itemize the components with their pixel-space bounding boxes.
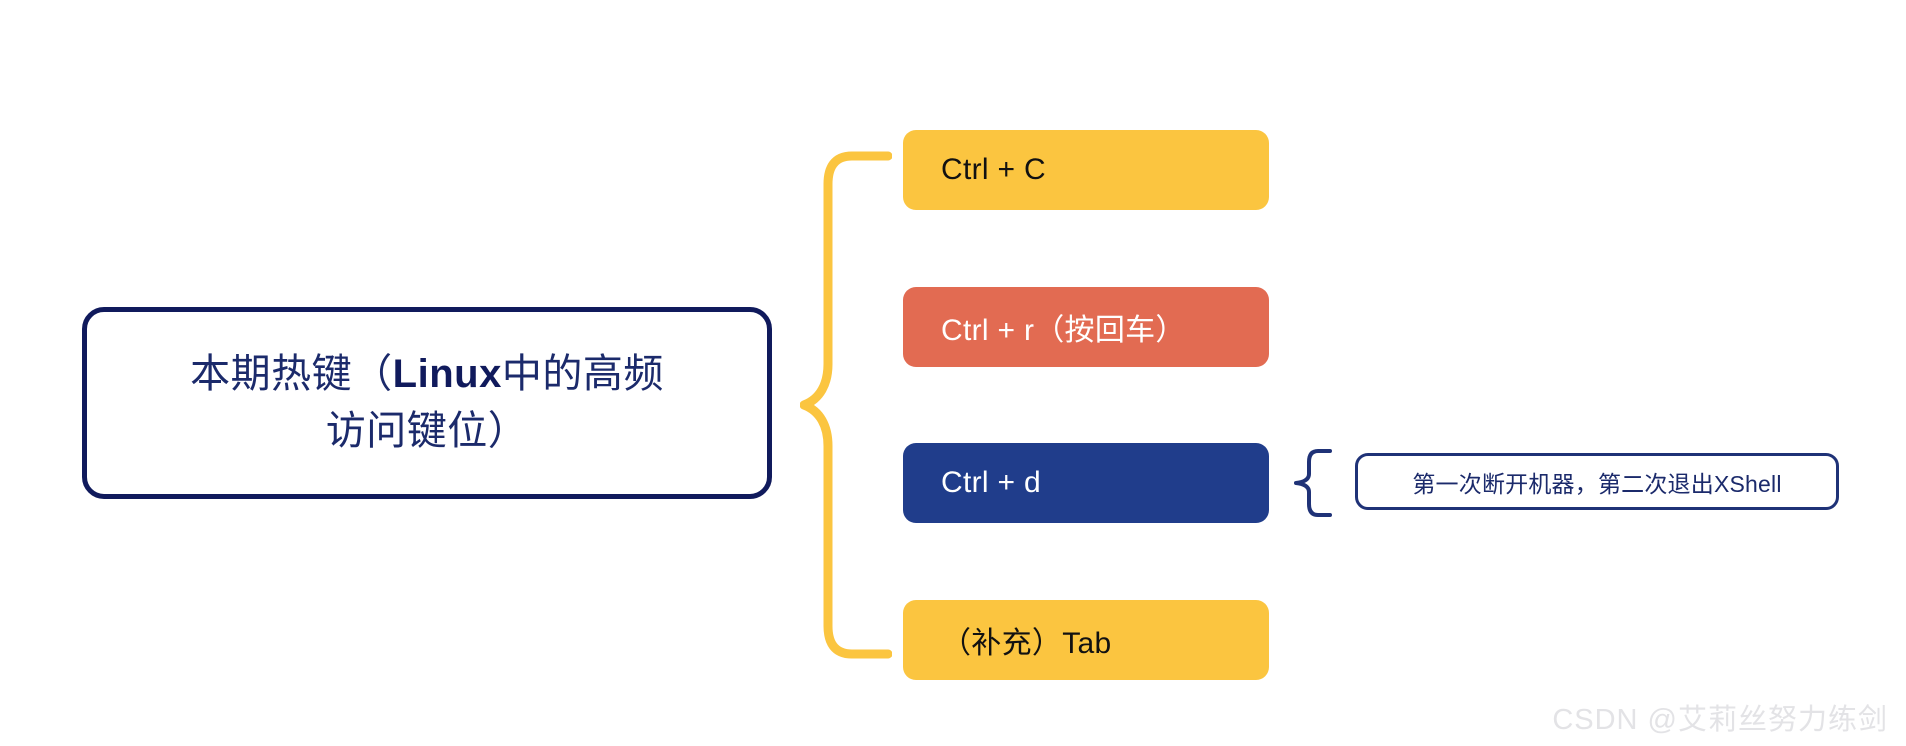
main-brace-icon bbox=[800, 151, 892, 659]
branch-box-ctrl-d[interactable]: Ctrl + d bbox=[903, 443, 1269, 523]
root-label-part1: 本期热键（ bbox=[190, 352, 393, 397]
root-node-label: 本期热键（Linux中的高频访问键位） bbox=[162, 346, 692, 460]
annotation-text: 第一次断开机器，第二次退出XShell bbox=[1412, 470, 1782, 497]
annotation-callout[interactable]: 第一次断开机器，第二次退出XShell bbox=[1355, 453, 1839, 510]
root-node[interactable]: 本期热键（Linux中的高频访问键位） bbox=[82, 307, 772, 499]
branch-box-tab[interactable]: （补充）Tab bbox=[903, 600, 1269, 680]
branch-box-ctrl-r[interactable]: Ctrl + r（按回车） bbox=[903, 287, 1269, 367]
root-label-line2: 访问键位） bbox=[325, 409, 529, 453]
branch-label: Ctrl + r（按回车） bbox=[941, 314, 1186, 347]
root-label-keyword: Linux bbox=[392, 352, 502, 397]
root-label-part2: 中的高频 bbox=[501, 352, 664, 397]
annotation-brace-icon bbox=[1294, 449, 1332, 517]
branch-label: Ctrl + C bbox=[941, 153, 1046, 186]
branch-label: （补充）Tab bbox=[941, 627, 1112, 660]
branch-box-ctrl-c[interactable]: Ctrl + C bbox=[903, 130, 1269, 210]
branch-label: Ctrl + d bbox=[941, 466, 1041, 499]
csdn-watermark: CSDN @艾莉丝努力练剑 bbox=[1552, 704, 1888, 736]
